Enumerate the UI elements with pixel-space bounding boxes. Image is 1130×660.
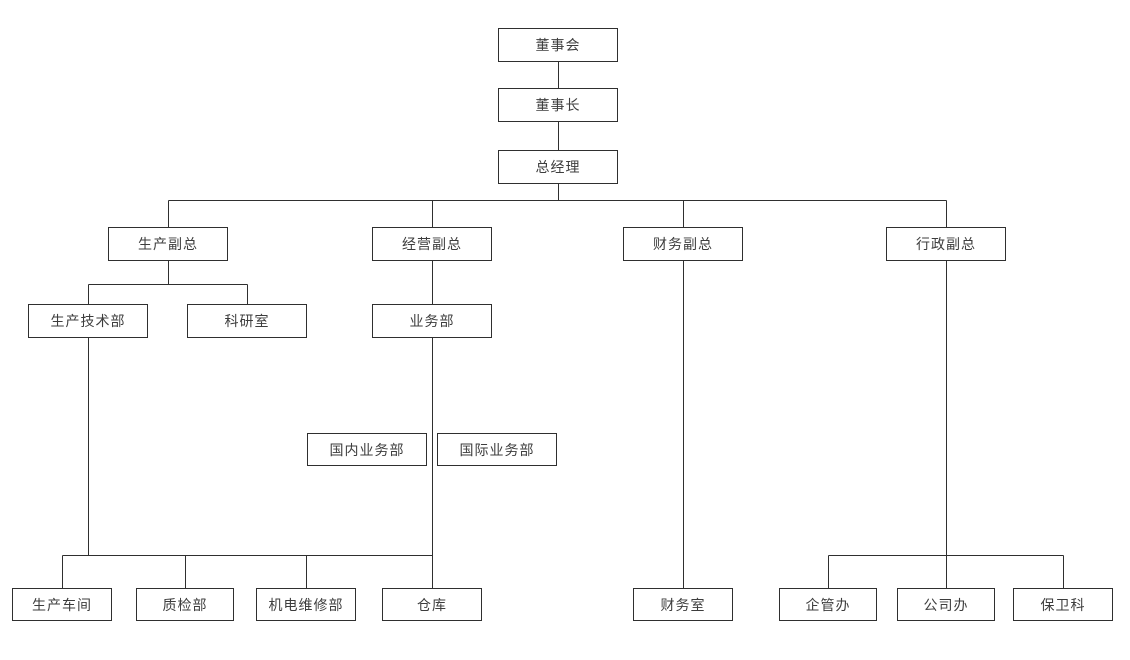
org-node-business-dept: 业务部 — [372, 304, 492, 338]
org-node-vp-operations: 经营副总 — [372, 227, 492, 261]
org-node-vp-admin: 行政副总 — [886, 227, 1006, 261]
org-node-research-office: 科研室 — [187, 304, 307, 338]
org-node-international-business-dept: 国际业务部 — [437, 433, 557, 466]
org-node-mech-elec-maintenance-dept: 机电维修部 — [256, 588, 356, 621]
org-node-finance-office: 财务室 — [633, 588, 733, 621]
org-node-production-tech-dept: 生产技术部 — [28, 304, 148, 338]
org-node-vp-production: 生产副总 — [108, 227, 228, 261]
org-node-board: 董事会 — [498, 28, 618, 62]
org-node-production-workshop: 生产车间 — [12, 588, 112, 621]
org-node-warehouse: 仓库 — [382, 588, 482, 621]
org-node-general-manager: 总经理 — [498, 150, 618, 184]
org-node-enterprise-mgmt-office: 企管办 — [779, 588, 877, 621]
org-node-company-office: 公司办 — [897, 588, 995, 621]
org-node-domestic-business-dept: 国内业务部 — [307, 433, 427, 466]
org-node-quality-inspection-dept: 质检部 — [136, 588, 234, 621]
org-node-vp-finance: 财务副总 — [623, 227, 743, 261]
org-node-chairman: 董事长 — [498, 88, 618, 122]
org-node-security-section: 保卫科 — [1013, 588, 1113, 621]
